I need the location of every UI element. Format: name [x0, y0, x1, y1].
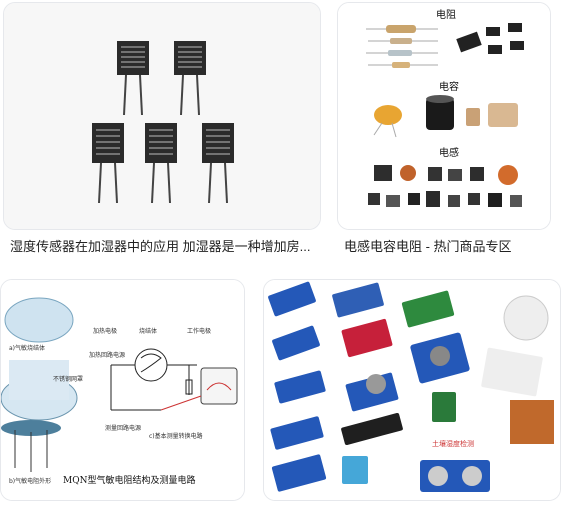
label-stainless-mesh: 不锈钢网罩	[53, 375, 83, 383]
result-caption-components[interactable]: 电感电容电阻 - 热门商品专区	[344, 239, 512, 254]
sensor-top-right	[174, 41, 206, 116]
result-card-humidity-sensors[interactable]	[3, 2, 321, 230]
result-card-gas-sensor[interactable]: a)气敏烧结体 不锈钢网罩 b)气敏电阻外形 加热电极 烧结体 工作电极 加热回…	[0, 279, 245, 501]
label-capacitor: 电容	[439, 80, 459, 93]
label-working-electrode: 工作电极	[187, 327, 211, 335]
sensor-bottom-1	[92, 123, 124, 204]
label-sensor-appearance: b)气敏电阻外形	[9, 477, 51, 485]
label-heater-electrode: 加热电极	[93, 327, 117, 335]
result-card-sensor-modules[interactable]: 土壤湿度检测	[263, 279, 561, 501]
capacitors-group	[373, 95, 518, 138]
label-gas-sensitive-body: a)气敏烧结体	[9, 344, 45, 352]
resistors-group	[366, 23, 524, 68]
label-basic-circuit: c)基本测量转换电路	[149, 432, 203, 440]
soil-module-label: 土壤湿度检测	[432, 439, 474, 448]
sensor-bottom-3	[202, 123, 234, 204]
sensor-modules-image[interactable]: 土壤湿度检测	[264, 280, 561, 501]
label-heater-loop: 加热回路电源	[89, 351, 125, 359]
module-grid	[268, 281, 554, 492]
gas-sensor-illustration	[1, 297, 78, 472]
label-sintered-body: 烧结体	[139, 327, 157, 335]
measurement-circuit: 加热电极 烧结体 工作电极 加热回路电源 测量回路电源 c)基本测量转换电路	[89, 327, 238, 440]
label-inductor: 电感	[439, 146, 459, 159]
components-image[interactable]: 电阻 电容 电感	[338, 3, 551, 230]
humidity-sensors-image[interactable]	[4, 3, 321, 230]
label-resistor: 电阻	[436, 8, 456, 21]
sensor-top-left	[117, 41, 149, 116]
sensor-bottom-2	[145, 123, 177, 204]
gas-sensor-diagram-image[interactable]: a)气敏烧结体 不锈钢网罩 b)气敏电阻外形 加热电极 烧结体 工作电极 加热回…	[1, 280, 245, 501]
result-caption-humidity[interactable]: 湿度传感器在加湿器中的应用 加湿器是一种增加房...	[10, 239, 311, 254]
label-measuring-loop: 测量回路电源	[105, 424, 141, 432]
result-card-components[interactable]: 电阻 电容 电感	[337, 2, 551, 230]
diagram-title: MQN型气敏电阻结构及测量电路	[63, 474, 195, 486]
inductors-group	[368, 165, 522, 207]
